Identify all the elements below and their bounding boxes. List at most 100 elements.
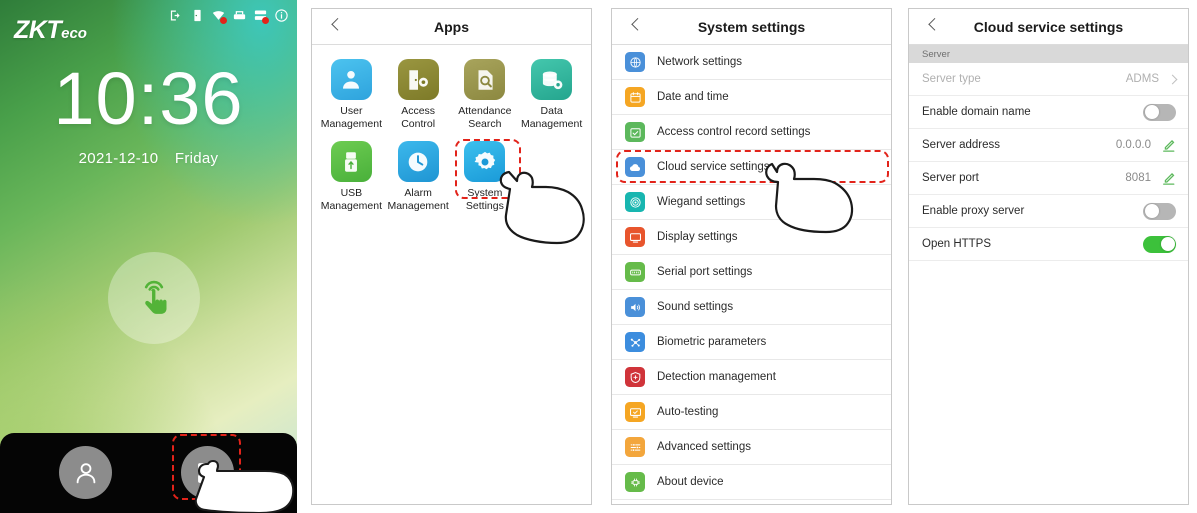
clock-date: 2021-12-10 Friday xyxy=(0,150,297,167)
settings-item-label: Display settings xyxy=(657,231,738,243)
config-row-server-type[interactable]: Server type ADMS xyxy=(909,63,1188,96)
system-settings-panel: System settings Network settings Date an… xyxy=(611,8,892,505)
data-management-icon xyxy=(531,59,573,100)
settings-item-label: Serial port settings xyxy=(657,266,753,278)
network-icon xyxy=(625,52,645,72)
open-https-toggle[interactable] xyxy=(1143,235,1176,253)
config-label: Server type xyxy=(922,73,981,85)
app-data-management[interactable]: Data Management xyxy=(518,59,585,131)
biometric-icon xyxy=(625,332,645,352)
app-alarm-management[interactable]: Alarm Management xyxy=(385,141,452,213)
date-value: 2021-12-10 xyxy=(78,150,159,167)
toggle-knob xyxy=(1160,237,1175,251)
page-title: Cloud service settings xyxy=(973,18,1124,35)
app-label: User Management xyxy=(320,105,383,131)
settings-item-biometric[interactable]: Biometric parameters xyxy=(612,325,891,360)
user-management-icon xyxy=(330,59,372,100)
settings-item-detection[interactable]: Detection management xyxy=(612,360,891,395)
config-value: 8081 xyxy=(1125,172,1151,184)
alarm-management-icon xyxy=(397,141,439,183)
config-label: Enable proxy server xyxy=(922,205,1025,217)
apps-titlebar: Apps xyxy=(312,9,591,45)
chevron-right-icon xyxy=(1167,74,1178,84)
logo-primary: ZKT xyxy=(14,16,62,44)
app-user-management[interactable]: User Management xyxy=(318,59,385,131)
apps-panel: Apps User Management Access Control Atte xyxy=(311,8,592,505)
auto-testing-icon xyxy=(625,402,645,422)
settings-item-label: Sound settings xyxy=(657,301,734,313)
app-label: System Settings xyxy=(465,187,504,213)
exit-icon xyxy=(169,8,184,23)
settings-item-network[interactable]: Network settings xyxy=(612,45,891,80)
settings-item-cloud-service[interactable]: Cloud service settings xyxy=(612,150,891,185)
settings-item-label: Wiegand settings xyxy=(657,196,746,208)
settings-item-label: Date and time xyxy=(657,91,729,103)
config-row-open-https[interactable]: Open HTTPS xyxy=(909,228,1188,261)
config-value: ADMS xyxy=(1125,73,1159,85)
record-icon xyxy=(625,122,645,142)
enable-domain-name-toggle[interactable] xyxy=(1143,103,1176,121)
settings-item-advanced[interactable]: Advanced settings xyxy=(612,430,891,465)
settings-item-serial-port[interactable]: Serial port settings xyxy=(612,255,891,290)
touch-hint[interactable] xyxy=(108,252,200,344)
edit-pencil-icon[interactable] xyxy=(1161,171,1176,186)
app-label: Attendance Search xyxy=(458,105,512,131)
weekday-value: Friday xyxy=(174,150,219,167)
config-row-server-port[interactable]: Server port 8081 xyxy=(909,162,1188,195)
settings-item-auto-testing[interactable]: Auto-testing xyxy=(612,395,891,430)
logo-secondary: eco xyxy=(61,25,87,42)
app-usb-management[interactable]: USB Management xyxy=(318,141,385,213)
back-icon[interactable] xyxy=(331,17,345,31)
apps-grid: User Management Access Control Attendanc… xyxy=(312,45,591,214)
printer-icon xyxy=(232,8,247,23)
enable-proxy-server-toggle[interactable] xyxy=(1143,202,1176,220)
toggle-knob xyxy=(1144,204,1159,218)
settings-item-access-record[interactable]: Access control record settings xyxy=(612,115,891,150)
config-row-enable-proxy-server[interactable]: Enable proxy server xyxy=(909,195,1188,228)
wiegand-icon xyxy=(625,192,645,212)
touch-finger-icon xyxy=(144,280,167,314)
server-alert-badge xyxy=(262,17,269,24)
config-row-server-address[interactable]: Server address 0.0.0.0 xyxy=(909,129,1188,162)
person-icon xyxy=(76,462,95,483)
cloud-settings-titlebar: Cloud service settings xyxy=(909,9,1188,45)
edit-pencil-icon[interactable] xyxy=(1161,138,1176,153)
config-label: Enable domain name xyxy=(922,106,1031,118)
apps-menu-button[interactable] xyxy=(181,446,234,499)
zkteco-logo: ZKTeco xyxy=(14,18,87,43)
cloud-icon xyxy=(625,157,645,177)
page-title: Apps xyxy=(434,18,469,35)
settings-item-label: Detection management xyxy=(657,371,776,383)
user-login-button[interactable] xyxy=(59,446,112,499)
app-access-control[interactable]: Access Control xyxy=(385,59,452,131)
toggle-knob xyxy=(1144,105,1159,119)
app-attendance-search[interactable]: Attendance Search xyxy=(452,59,519,131)
settings-list: Network settings Date and time Access co… xyxy=(612,45,891,500)
sound-icon xyxy=(625,297,645,317)
settings-item-wiegand[interactable]: Wiegand settings xyxy=(612,185,891,220)
app-system-settings[interactable]: System Settings xyxy=(452,141,519,213)
back-icon[interactable] xyxy=(928,17,942,31)
device-home-screen: ZKTeco 10:36 2021-12-10 Friday xyxy=(0,0,297,513)
display-icon xyxy=(625,227,645,247)
apps-grid-icon xyxy=(197,462,219,483)
settings-item-label: Cloud service settings xyxy=(657,161,770,173)
back-icon[interactable] xyxy=(631,17,645,31)
settings-item-date-time[interactable]: Date and time xyxy=(612,80,891,115)
app-label: Data Management xyxy=(520,105,583,131)
serial-port-icon xyxy=(625,262,645,282)
advanced-icon xyxy=(625,437,645,457)
cloud-service-settings-panel: Cloud service settings Server Server typ… xyxy=(908,8,1189,505)
config-row-enable-domain-name[interactable]: Enable domain name xyxy=(909,96,1188,129)
detection-icon xyxy=(625,367,645,387)
settings-item-label: Advanced settings xyxy=(657,441,751,453)
system-settings-icon xyxy=(464,141,506,183)
page-title: System settings xyxy=(697,18,806,35)
settings-item-about-device[interactable]: About device xyxy=(612,465,891,500)
config-label: Open HTTPS xyxy=(922,238,992,250)
config-value: 0.0.0.0 xyxy=(1115,139,1151,151)
bottom-dock xyxy=(0,433,297,513)
settings-item-sound[interactable]: Sound settings xyxy=(612,290,891,325)
settings-item-display[interactable]: Display settings xyxy=(612,220,891,255)
